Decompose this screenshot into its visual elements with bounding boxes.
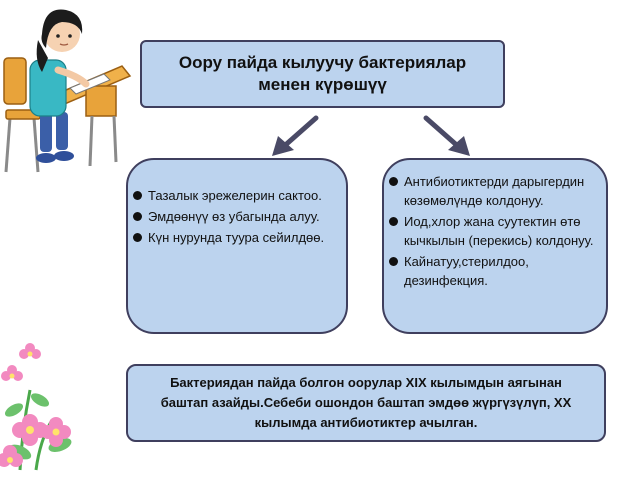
treatment-list: Антибиотиктерди дарыгердин көзөмөлүндө к… [389, 172, 600, 290]
list-item: Күн нурунда туура сейилдөө. [133, 228, 338, 247]
list-item: Антибиотиктерди дарыгердин көзөмөлүндө к… [389, 172, 600, 210]
list-item: Кайнатуу,стерилдоо, дезинфекция. [389, 252, 600, 290]
student-at-desk-illustration-icon [3, 9, 132, 173]
pink-flowers-illustration-icon [0, 343, 72, 471]
title-box: Оору пайда кылуучу бактериялар менен күр… [140, 40, 505, 108]
list-item: Тазалык эрежелерин сактоо. [133, 186, 338, 205]
prevention-box: Тазалык эрежелерин сактоо. Эмдөөнүү өз у… [126, 158, 348, 334]
right-arrow-icon [423, 115, 470, 156]
treatment-box: Антибиотиктерди дарыгердин көзөмөлүндө к… [382, 158, 608, 334]
list-item: Иод,хлор жана суутектин өтө кычкылын (пе… [389, 212, 600, 250]
prevention-list: Тазалык эрежелерин сактоо. Эмдөөнүү өз у… [133, 186, 338, 247]
history-note-text: Бактериядан пайда болгон оорулар XIX кыл… [160, 375, 572, 430]
diagram-title: Оору пайда кылуучу бактериялар менен күр… [178, 53, 467, 94]
history-note-box: Бактериядан пайда болгон оорулар XIX кыл… [126, 364, 606, 442]
list-item: Эмдөөнүү өз убагында алуу. [133, 207, 338, 226]
left-arrow-icon [272, 115, 319, 156]
